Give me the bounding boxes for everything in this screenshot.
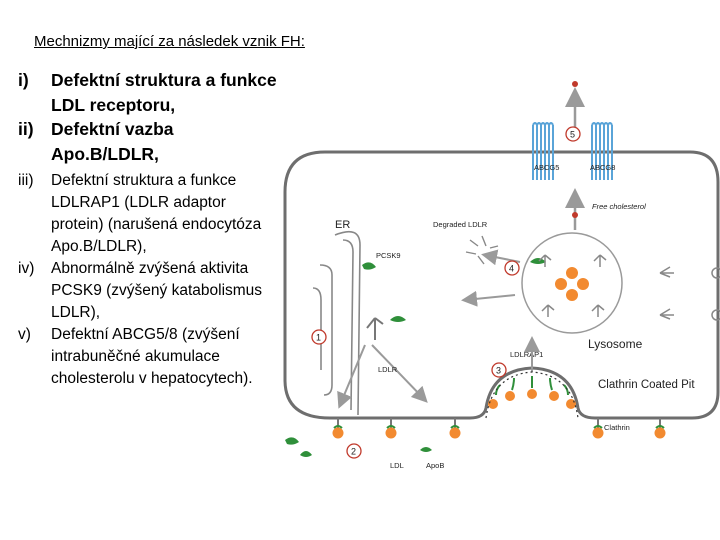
item-number: iv) xyxy=(18,260,35,277)
clathrin-coat xyxy=(485,371,579,419)
pcsk9-shape xyxy=(362,262,376,270)
ldl-particle xyxy=(711,309,720,321)
marker-2-label: 2 xyxy=(351,447,356,457)
lysosome-receptors xyxy=(538,254,607,317)
degradation-arrow xyxy=(461,290,516,307)
ldl-label: LDL xyxy=(390,461,404,470)
coated-pit-receptors xyxy=(488,376,576,409)
transport-arrow xyxy=(337,344,366,409)
free-cholesterol-label: Free cholesterol xyxy=(592,202,646,211)
marker-1-label: 1 xyxy=(316,333,321,343)
abcg5-transporter xyxy=(532,122,554,180)
item-number: v) xyxy=(18,326,31,343)
item-text: Defektní ABCG5/8 (zvýšení intrabuněčné a… xyxy=(51,326,253,387)
pcsk9-label: PCSK9 xyxy=(376,251,401,260)
marker-1 xyxy=(311,329,327,345)
endoplasmic-reticulum xyxy=(312,230,361,416)
degraded-ldlr-label: Degraded LDLR xyxy=(433,220,488,229)
mechanism-item: ii) Defektní vazba Apo.B/LDLR, xyxy=(18,117,280,166)
free-cholesterol-dot xyxy=(572,212,578,218)
marker-4 xyxy=(504,260,520,276)
item-text: Abnormálně zvýšená aktivita PCSK9 (zvýše… xyxy=(51,260,263,321)
apob-label: ApoB xyxy=(426,461,444,470)
lysosome-label: Lysosome xyxy=(588,337,643,351)
marker-5 xyxy=(565,126,581,142)
mechanism-item: v) Defektní ABCG5/8 (zvýšení intrabuněčn… xyxy=(18,324,280,390)
marker-3 xyxy=(491,362,507,378)
abcg8-transporter xyxy=(591,122,613,180)
surface-receptors xyxy=(659,266,674,320)
clathrin-coated-pit-label: Clathrin Coated Pit xyxy=(598,379,695,391)
marker-3-label: 3 xyxy=(496,366,501,376)
mechanism-item: iii) Defektní struktura a funkce LDLRAP1… xyxy=(18,170,280,258)
slide-title: Mechnizmy mající za následek vznik FH: xyxy=(34,33,305,50)
degraded-ldlr-fragments xyxy=(465,235,499,265)
pcsk9-shape xyxy=(420,447,432,452)
ldl-particle xyxy=(711,267,720,279)
pcsk9-shape xyxy=(390,316,406,322)
ldlr-mid-label: LDLR xyxy=(378,365,398,374)
marker-2 xyxy=(346,443,362,459)
mechanism-item: iv) Abnormálně zvýšená aktivita PCSK9 (z… xyxy=(18,258,280,324)
ldl-particles xyxy=(555,267,589,301)
abcg8-label: ABCG8 xyxy=(590,163,615,172)
lysosome xyxy=(521,232,623,334)
marker-4-label: 4 xyxy=(509,264,514,274)
pcsk9-shape xyxy=(530,258,546,264)
transport-arrow xyxy=(371,344,428,403)
er-label: ER xyxy=(335,219,350,231)
free-cholesterol-dot xyxy=(572,81,578,87)
clathrin-label: Clathrin xyxy=(604,423,630,432)
pcsk9-shape xyxy=(285,437,299,445)
item-number: ii) xyxy=(18,119,34,139)
item-text: Defektní struktura a funkce LDLRAP1 (LDL… xyxy=(51,172,262,255)
abcg5-label: ABCG5 xyxy=(534,163,559,172)
hepatocyte-diagram: ABCG5 ABCG8 Free cholesterol ER PCSK9 LD… xyxy=(283,81,720,470)
item-number: iii) xyxy=(18,172,34,189)
surface-ldl-receptors xyxy=(332,418,666,439)
marker-5-label: 5 xyxy=(570,130,575,140)
item-text: Defektní struktura a funkce LDL receptor… xyxy=(51,70,277,115)
item-number: i) xyxy=(18,70,29,90)
mechanism-item: i) Defektní struktura a funkce LDL recep… xyxy=(18,68,280,117)
pcsk9-shape xyxy=(300,451,312,457)
ldlrap1-label: LDLRAP1 xyxy=(510,350,543,359)
ldlr-receptor xyxy=(366,317,384,340)
mechanism-list: i) Defektní struktura a funkce LDL recep… xyxy=(18,68,280,390)
item-text: Defektní vazba Apo.B/LDLR, xyxy=(51,119,174,164)
